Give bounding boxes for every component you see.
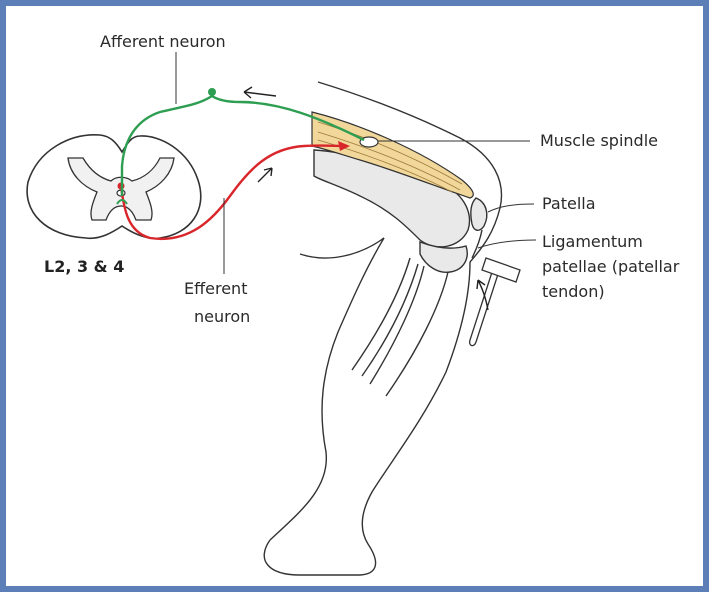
efferent-neuron-label-line2: neuron [194, 307, 250, 326]
spinal-segments-label: L2, 3 & 4 [44, 257, 124, 276]
ligamentum-label-line1: Ligamentum [542, 232, 643, 251]
efferent-direction-arrow [258, 168, 272, 182]
reflex-hammer-head [482, 258, 520, 282]
ligamentum-label-line3: tendon) [542, 282, 605, 301]
efferent-neuron-label-line1: Efferent [184, 279, 247, 298]
patella-leader-line [488, 204, 534, 212]
calf-front-outline [264, 262, 470, 575]
afferent-ganglion [208, 88, 216, 96]
ligamentum-label-line2: patellae (patellar [542, 257, 680, 276]
tibia-shaft [370, 266, 448, 396]
muscle-spindle-label: Muscle spindle [540, 131, 658, 150]
afferent-neuron-label: Afferent neuron [100, 32, 226, 51]
reflex-hammer-icon [470, 258, 520, 346]
thigh-lower-contour [300, 238, 384, 258]
reflex-hammer-handle [470, 266, 500, 346]
calf-back-outline [270, 238, 384, 540]
patella-label: Patella [542, 194, 596, 213]
afferent-direction-arrow [244, 87, 276, 98]
patella-bone [471, 198, 487, 230]
spinal-cord-section [27, 135, 201, 238]
